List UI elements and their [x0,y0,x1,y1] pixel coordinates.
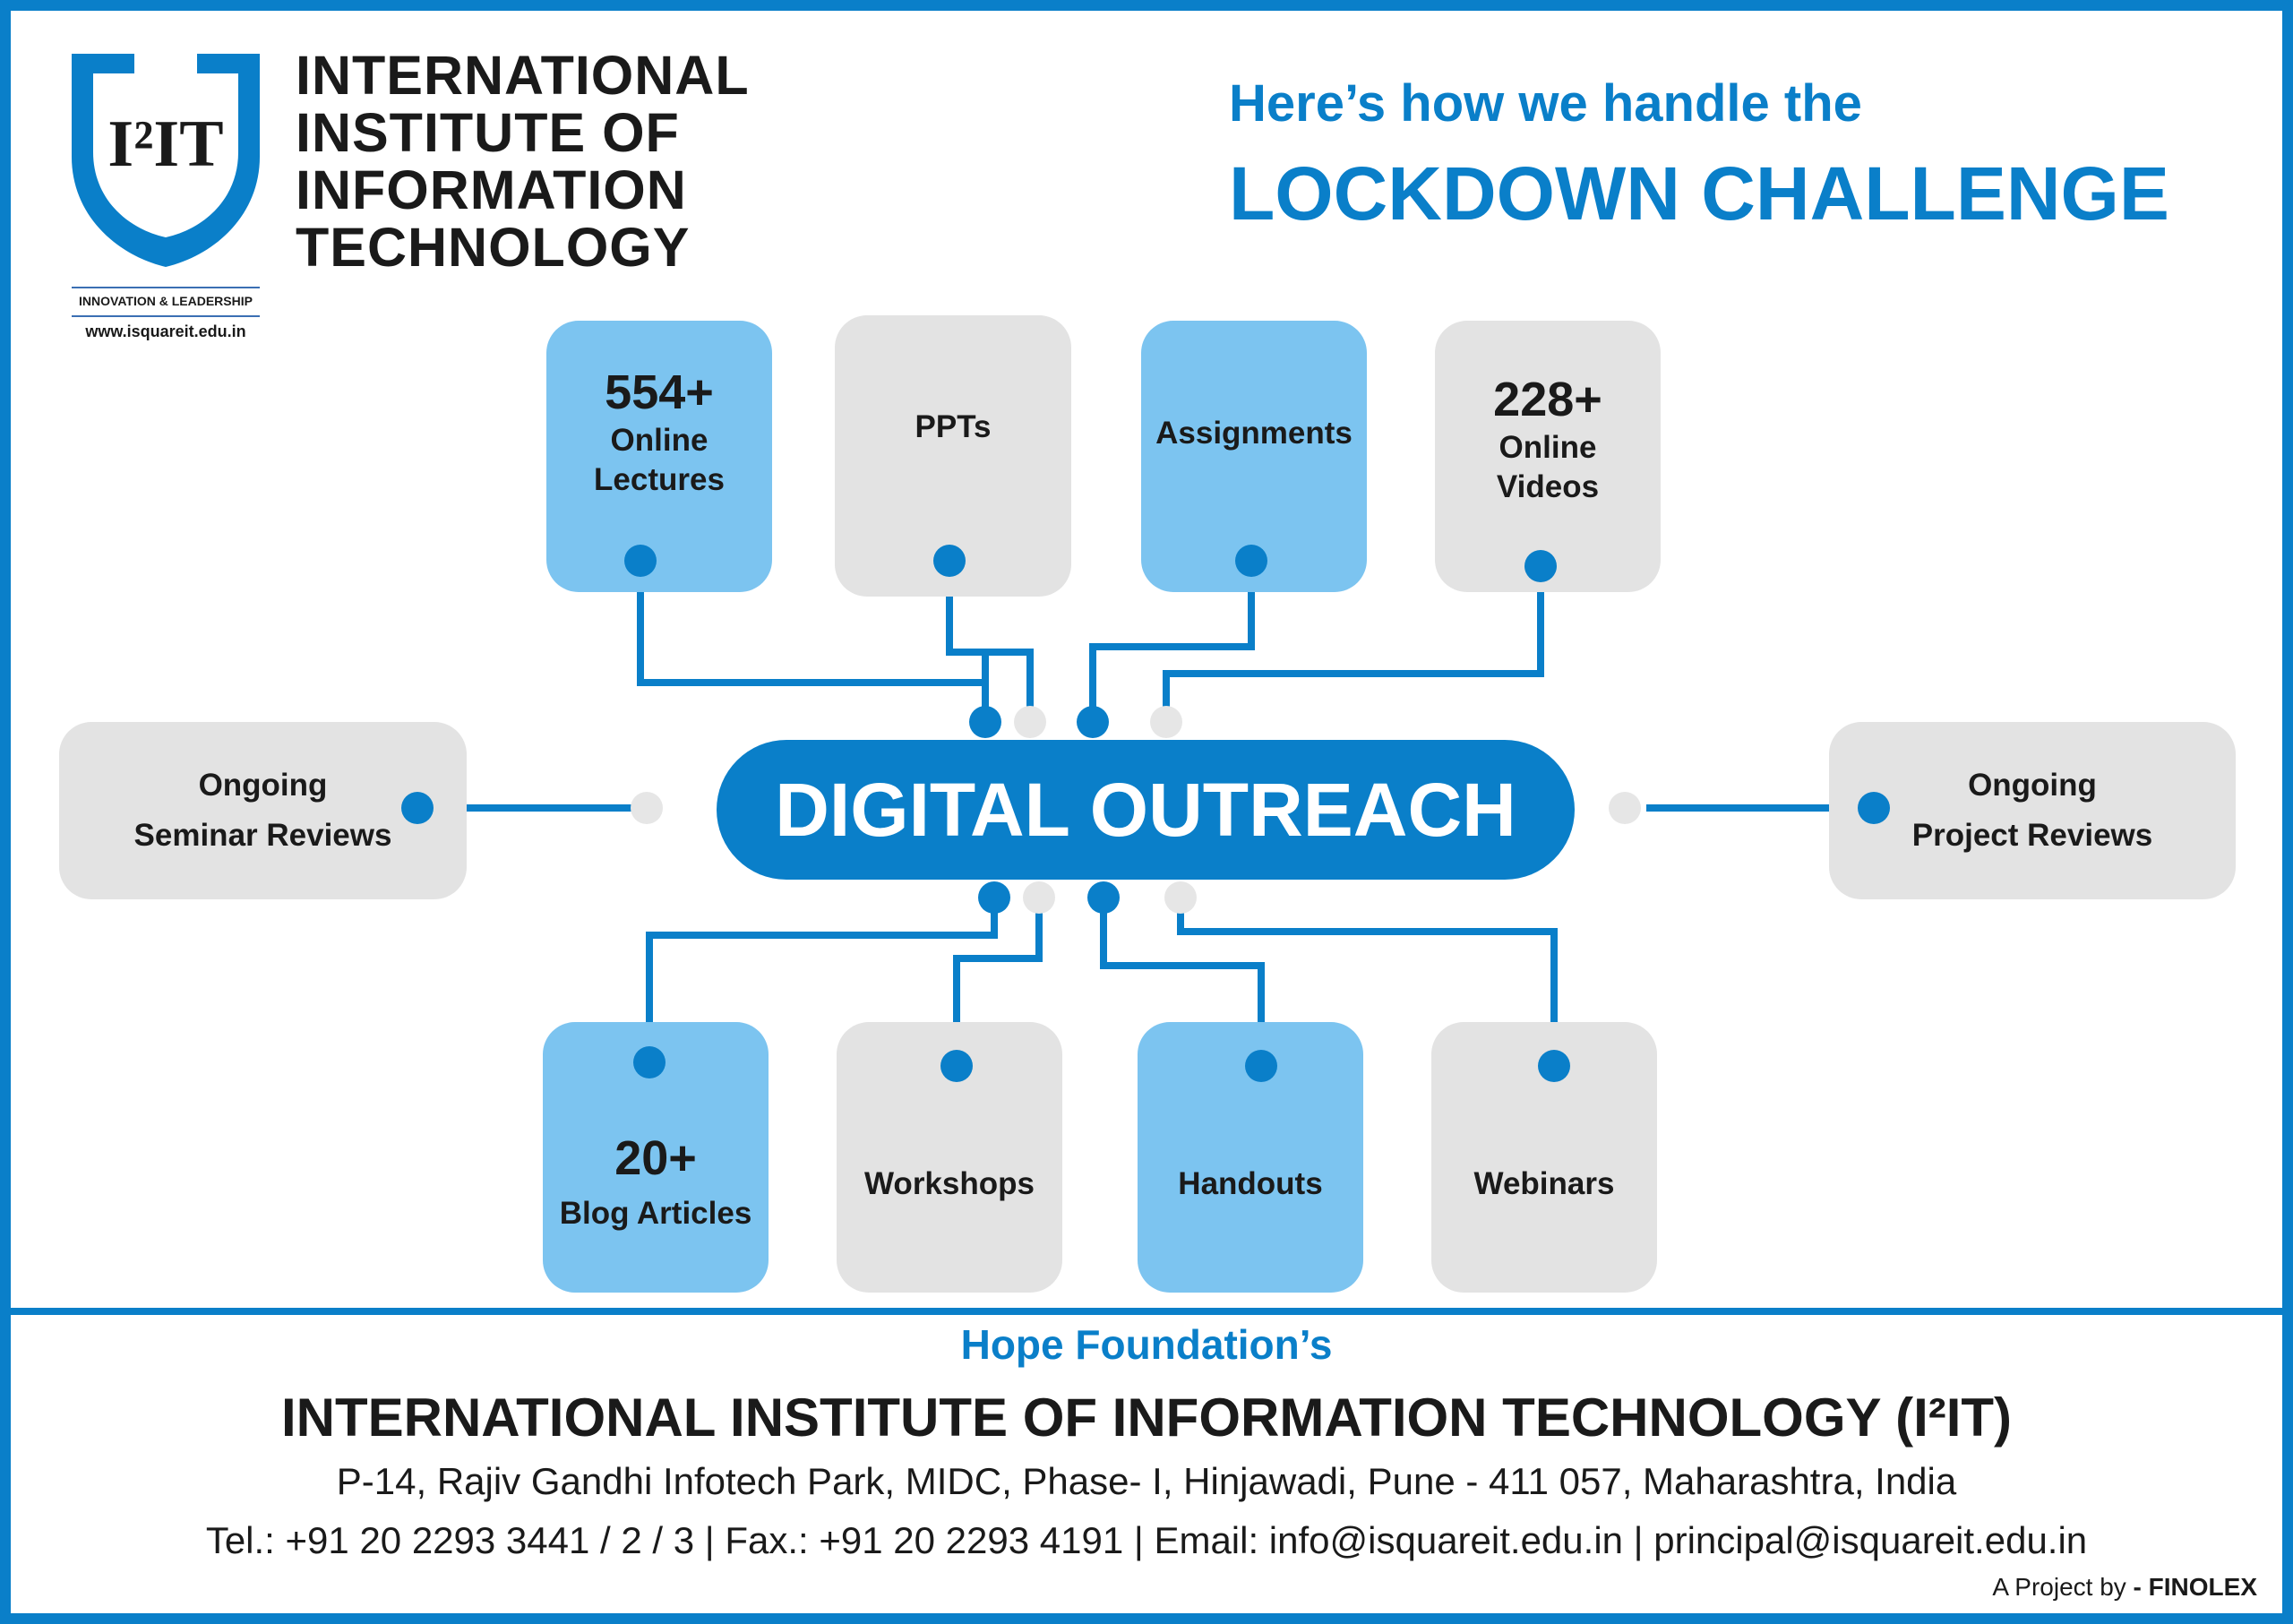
connector-line [1100,898,1265,1066]
card-count: 228+ [1493,372,1602,426]
connector-dot-blue [1087,881,1120,914]
institute-name-line: INTERNATIONAL [296,45,750,106]
card-online-videos: 228+ Online Videos [1435,321,1661,592]
connector-dot-blue [624,545,657,577]
card-label: Blog Articles [559,1196,752,1231]
footer-project-credit: A Project by - FINOLEX [1992,1573,2257,1602]
connector-dot-grey [1014,706,1046,738]
connector-dot-blue [633,1046,666,1078]
connector-dot-blue [1245,1050,1277,1082]
connector-line [953,898,1043,1066]
connector-dot-blue [1077,706,1109,738]
project-name: - FINOLEX [2133,1573,2257,1601]
card-label: Online [1499,429,1597,465]
card-label: PPTs [915,409,992,444]
footer-address: P-14, Rajiv Gandhi Infotech Park, MIDC, … [336,1460,1957,1502]
card-label: Seminar Reviews [133,818,392,853]
connector-dot-grey [1609,792,1641,824]
header-subtitle: Here’s how we handle the [1229,74,1862,133]
connector-dot-group [401,545,1890,1082]
institute-name: INTERNATIONAL INSTITUTE OF INFORMATION T… [296,47,750,276]
footer-organization: Hope Foundation’s [960,1321,1333,1368]
institute-logo: I²IT [72,54,260,273]
card-label: Assignments [1155,415,1353,451]
shield-logo-icon: I²IT [72,54,260,267]
card-online-lectures: 554+ Online Lectures [546,321,772,592]
logo-mark: I²IT [107,107,223,181]
connector-line [1177,898,1558,1066]
card-count: 20+ [614,1131,697,1185]
connector-dot-grey [1164,881,1197,914]
logo-website: www.isquareit.edu.in [72,315,260,341]
digital-outreach-hub: DIGITAL OUTREACH [717,740,1575,880]
connector-dot-grey [631,792,663,824]
header-title: LOCKDOWN CHALLENGE [1229,151,2169,236]
card-project-reviews: Ongoing Project Reviews [1829,722,2236,899]
card-label: Lectures [594,461,725,497]
card-label: Videos [1496,468,1600,504]
footer-divider [0,1308,2293,1315]
connector-dot-blue [978,881,1010,914]
connector-line [646,898,998,1062]
card-label: Workshops [864,1166,1035,1201]
card-label: Project Reviews [1911,818,2153,853]
connector-dot-blue [1538,1050,1570,1082]
card-count: 554+ [605,365,714,419]
card-seminar-reviews: Ongoing Seminar Reviews [59,722,467,899]
connector-line [1163,566,1544,722]
card-label: Handouts [1178,1166,1323,1201]
card-label: Ongoing [1968,768,2097,803]
connector-line [1089,561,1255,722]
connector-dot-blue [1858,792,1890,824]
card-label: Ongoing [198,768,328,803]
connector-line [946,561,1034,722]
institute-name-line: INSTITUTE OF [296,102,680,163]
institute-name-line: INFORMATION [296,159,687,220]
connector-dot-blue [401,792,434,824]
institute-name-line: TECHNOLOGY [296,217,691,278]
card-label: Webinars [1473,1166,1615,1201]
footer-institute-name: INTERNATIONAL INSTITUTE OF INFORMATION T… [280,1388,2013,1448]
connector-dot-blue [1235,545,1267,577]
connector-dot-grey [1150,706,1182,738]
connector-dot-blue [940,1050,973,1082]
footer-contact: Tel.: +91 20 2293 3441 / 2 / 3 | Fax.: +… [205,1519,2088,1561]
project-prefix: A Project by [1992,1573,2126,1601]
connector-dot-blue [1524,550,1557,582]
hub-label: DIGITAL OUTREACH [775,767,1516,852]
connector-line [637,561,989,722]
connector-dot-blue [933,545,966,577]
connector-dot-grey [1023,881,1055,914]
logo-tagline: INNOVATION & LEADERSHIP [72,287,260,308]
connector-dot-blue [969,706,1001,738]
card-label: Online [610,422,709,458]
